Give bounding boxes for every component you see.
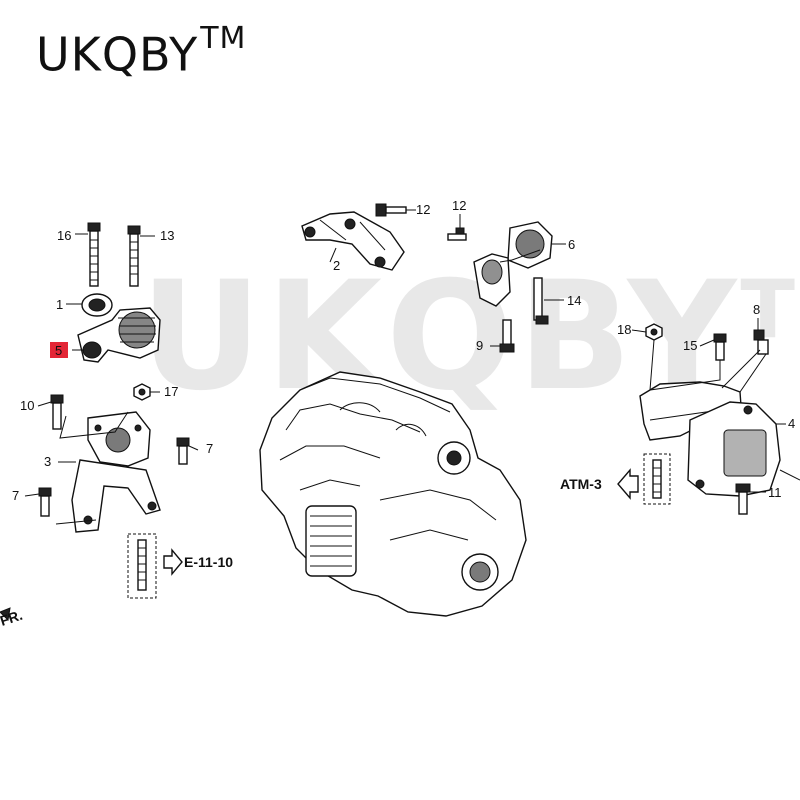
bolt-13: [127, 225, 141, 287]
ref-atm-3-label: ATM-3: [560, 476, 602, 492]
bolt-14: [533, 277, 549, 325]
clip-8: [753, 329, 769, 355]
callout-1: 1: [56, 297, 63, 312]
nut-18: [645, 323, 663, 341]
torque-rod-5: [77, 307, 161, 363]
callout-12-lower: 12: [452, 198, 466, 213]
bolt-7-lower: [38, 487, 52, 517]
callout-5: 5: [55, 343, 62, 358]
callout-18: 18: [617, 322, 631, 337]
brand-logo: UKQBYTM: [36, 24, 246, 78]
transmission-mount-4: [639, 381, 781, 497]
bolt-11: [735, 483, 751, 515]
bushing-1: [81, 293, 113, 317]
callout-12-upper: 12: [416, 202, 430, 217]
callout-7-upper: 7: [206, 441, 213, 456]
front-direction-marker: [0, 607, 11, 622]
bolt-16: [87, 222, 101, 287]
brand-name: UKQBY: [36, 27, 199, 82]
fr-label: FR.: [0, 607, 24, 629]
callout-8: 8: [753, 302, 760, 317]
bracket-2: [301, 211, 405, 271]
ref-e-11-10-label: E-11-10: [184, 554, 233, 570]
callout-14: 14: [567, 293, 581, 308]
callout-3: 3: [44, 454, 51, 469]
callout-13: 13: [160, 228, 174, 243]
callout-2: 2: [333, 258, 340, 273]
bolt-9: [499, 319, 515, 353]
bolt-12-upper: [375, 203, 407, 217]
callout-17: 17: [164, 384, 178, 399]
reference-atm-3: [617, 453, 671, 505]
callout-4: 4: [788, 416, 795, 431]
callout-5-highlight: [50, 342, 68, 358]
callout-11: 11: [768, 485, 782, 500]
callout-6: 6: [568, 237, 575, 252]
bolt-10: [50, 394, 64, 430]
callout-9: 9: [476, 338, 483, 353]
callout-15: 15: [683, 338, 697, 353]
reference-e-11-10: [127, 533, 183, 599]
bolt-15: [713, 333, 727, 361]
callout-16: 16: [57, 228, 71, 243]
engine-mount-6: [473, 221, 553, 307]
bolt-12-lower: [447, 227, 467, 241]
brand-trademark: TM: [200, 21, 247, 56]
nut-17: [133, 383, 151, 401]
callout-7-lower: 7: [12, 488, 19, 503]
callout-10: 10: [20, 398, 34, 413]
bolt-7-upper: [176, 437, 190, 465]
engine-assembly: [259, 371, 527, 617]
